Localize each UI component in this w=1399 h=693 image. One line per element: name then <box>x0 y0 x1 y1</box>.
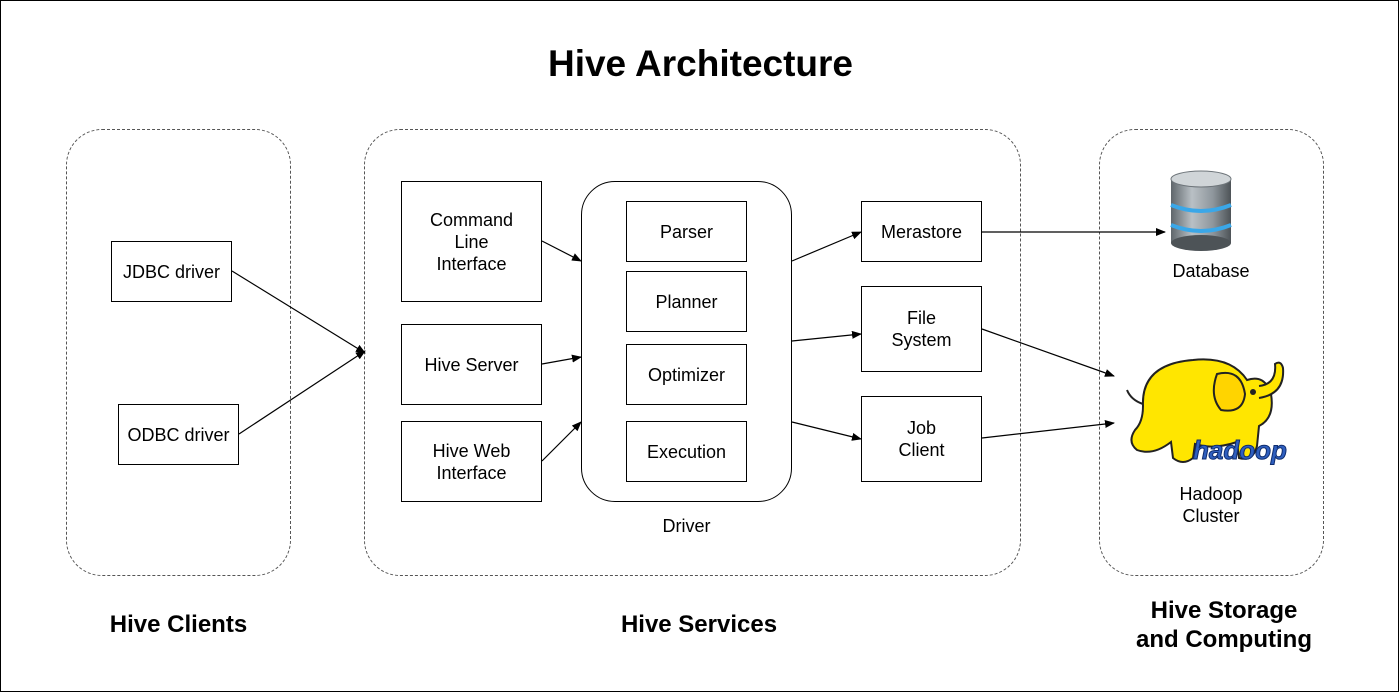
hadoop-cluster-label: Hadoop Cluster <box>1179 484 1243 526</box>
hadoop-elephant-logo: hadoop <box>1126 358 1287 466</box>
driver-label: Driver <box>662 516 711 536</box>
database-label: Database <box>1172 261 1250 281</box>
hadoop-logo-text: hadoop <box>1193 435 1287 465</box>
execution-box: Execution <box>626 421 747 482</box>
hive-services-title: Hive Services <box>620 611 778 638</box>
jdbc-driver-box: JDBC driver <box>111 241 232 302</box>
file-system-box: File System <box>861 286 982 372</box>
database-icon <box>1170 170 1232 251</box>
diagram-title: Hive Architecture <box>547 43 853 84</box>
odbc-driver-box: ODBC driver <box>118 404 239 465</box>
planner-box: Planner <box>626 271 747 332</box>
metastore-box: Merastore <box>861 201 982 262</box>
hive-web-interface-box: Hive Web Interface <box>401 421 542 502</box>
hive-clients-title: Hive Clients <box>109 611 248 638</box>
parser-box: Parser <box>626 201 747 262</box>
hive-storage-title: Hive Storage and Computing <box>1136 597 1312 653</box>
hive-server-box: Hive Server <box>401 324 542 405</box>
job-client-box: Job Client <box>861 396 982 482</box>
optimizer-box: Optimizer <box>626 344 747 405</box>
command-line-interface-box: Command Line Interface <box>401 181 542 302</box>
hive-clients-group <box>66 129 291 576</box>
